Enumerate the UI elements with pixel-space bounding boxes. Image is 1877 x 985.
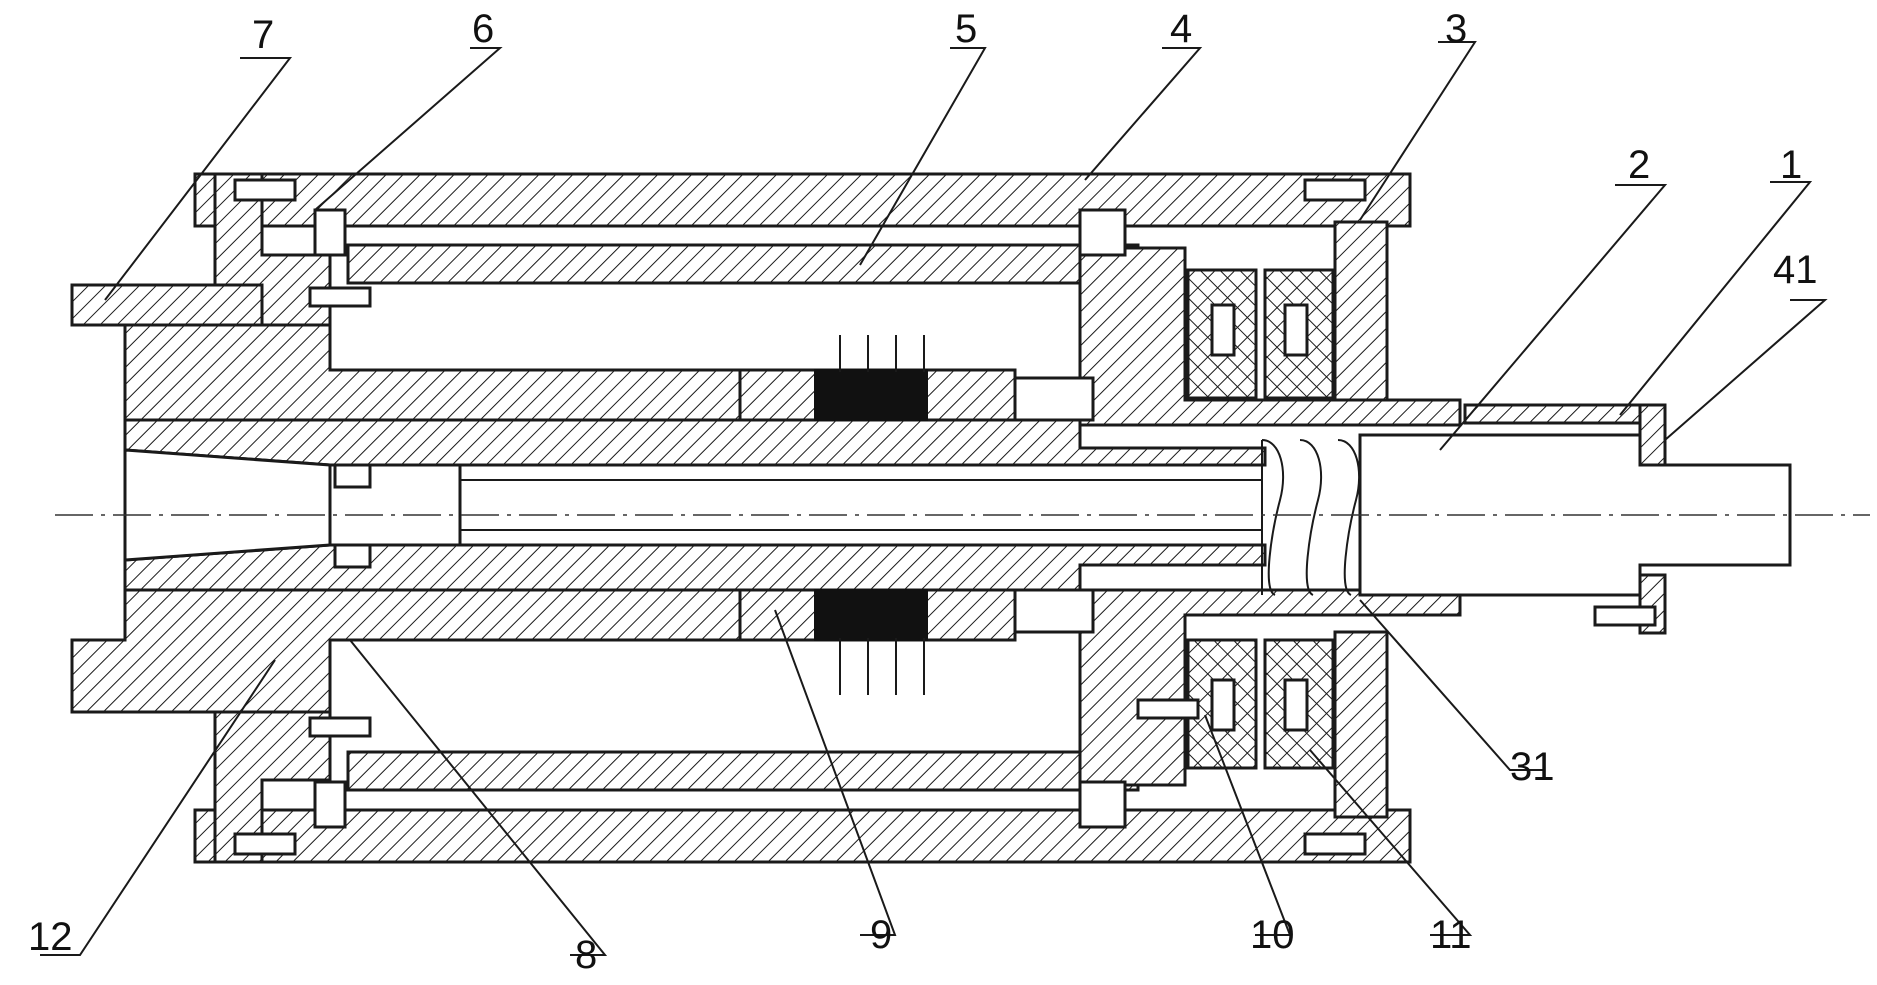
- bearing-part-11: [1263, 268, 1335, 770]
- callout-12: 12: [28, 915, 73, 959]
- leader-lines: [40, 41, 1828, 956]
- stator-coil: [814, 335, 928, 695]
- callout-2: 2: [1628, 143, 1650, 187]
- callout-9: 9: [870, 913, 892, 957]
- callout-8: 8: [575, 933, 597, 977]
- tool-cone: [123, 448, 1262, 562]
- callout-31: 31: [1510, 745, 1555, 789]
- callout-11: 11: [1430, 913, 1472, 957]
- inner-sleeve-part-5: [346, 243, 1140, 792]
- callout-10: 10: [1250, 913, 1295, 957]
- callout-labels: 7 6 5 4 3 2 1 41 31 12 8 9 10 11: [28, 7, 1818, 977]
- callout-1: 1: [1780, 143, 1802, 187]
- spring-part-31: [1261, 439, 1361, 596]
- spindle-part-8: [70, 246, 1462, 787]
- seal-part-6: [313, 208, 1127, 829]
- bearing-part-10: [1186, 268, 1258, 770]
- callout-7: 7: [252, 13, 274, 57]
- callout-6: 6: [472, 7, 494, 51]
- bolts: [233, 178, 1657, 856]
- callout-5: 5: [955, 7, 977, 51]
- callout-4: 4: [1170, 7, 1192, 51]
- rear-end-plate-part-3: [1333, 220, 1389, 819]
- outer-housing-part-4: [193, 172, 1412, 864]
- callout-41: 41: [1773, 248, 1818, 292]
- callout-3: 3: [1445, 7, 1467, 51]
